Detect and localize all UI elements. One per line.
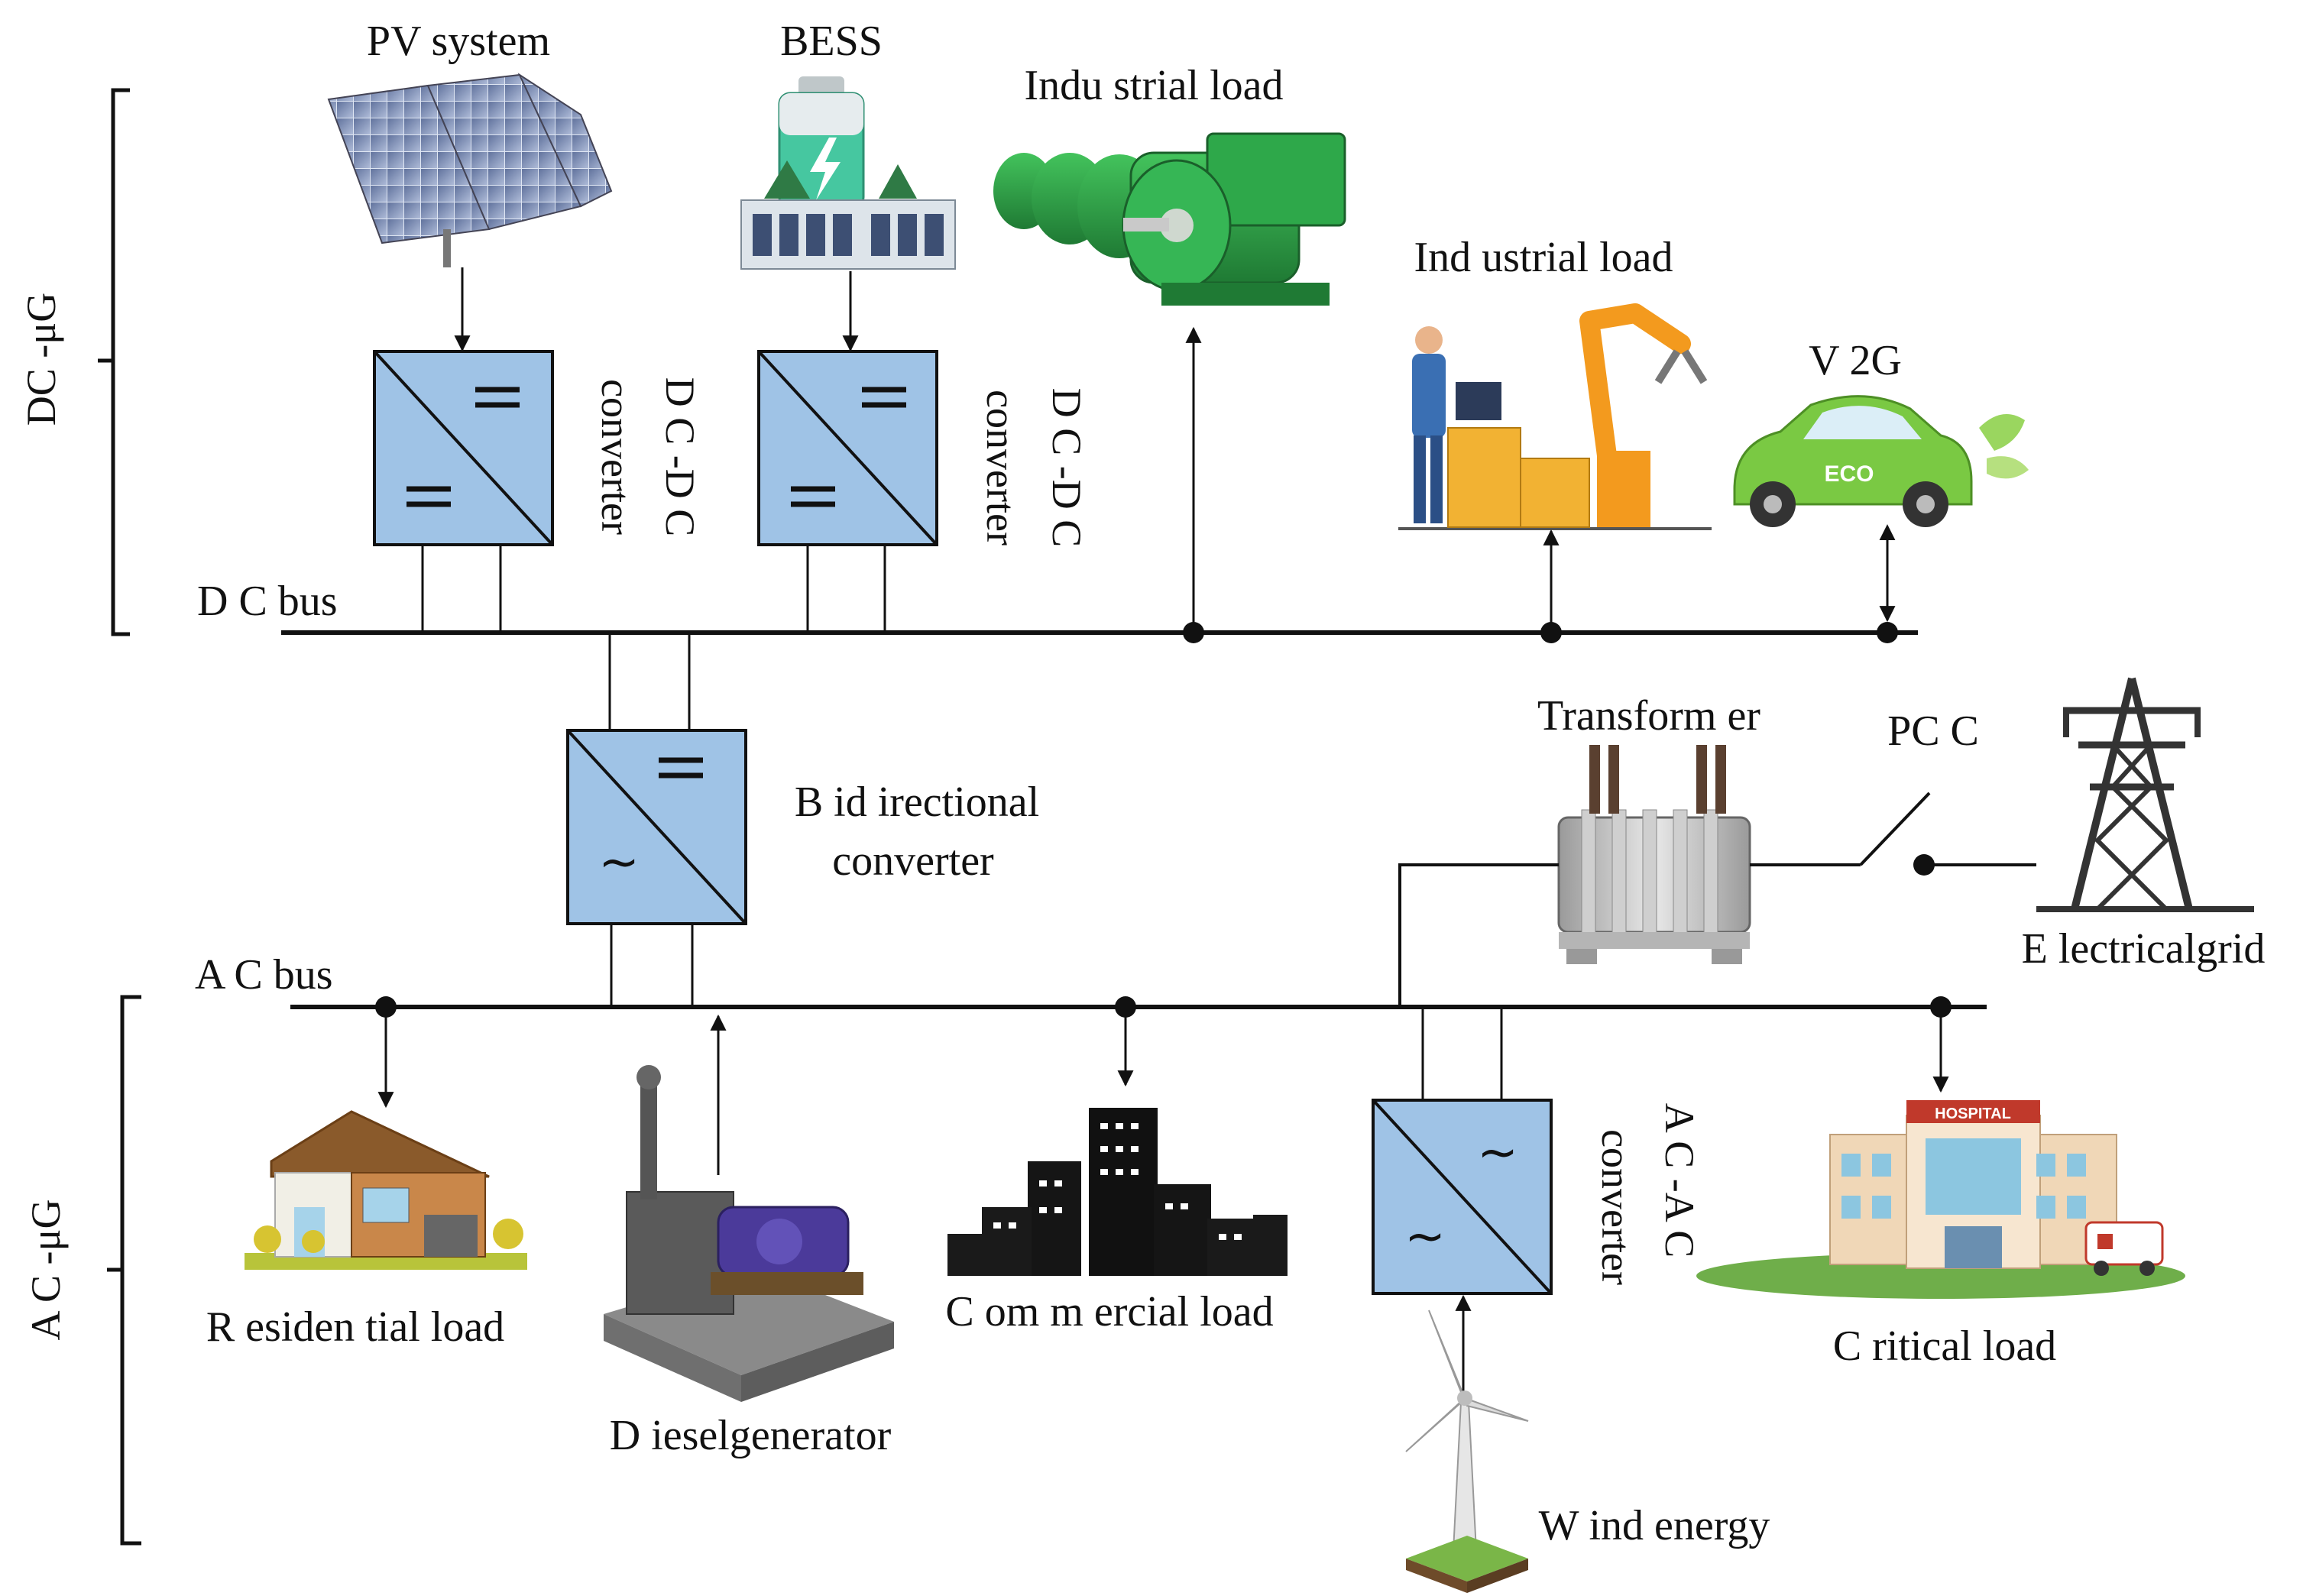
ac-microgrid-label: A C -μG (23, 1199, 69, 1341)
dcdc-converter-2 (757, 350, 938, 546)
transformer-icon (1557, 745, 1751, 964)
acac-name: A C -A C (1657, 1103, 1702, 1258)
svg-text:~: ~ (598, 834, 640, 891)
bidirectional-label-line2: converter (832, 837, 994, 885)
dc-bus-label: D C bus (197, 578, 338, 625)
ac-microgrid-brace (107, 995, 141, 1546)
svg-text:~: ~ (1477, 1125, 1518, 1181)
industrial-load-motors-label: Indu strial load (1024, 62, 1283, 109)
dc-microgrid-label: DC -μG (18, 293, 64, 426)
v2g-label: V 2G (1809, 337, 1902, 384)
battery-storage-icon (740, 76, 956, 270)
transmission-tower-icon (2036, 677, 2254, 912)
bidirectional-label-line1: B id irectional (795, 779, 1039, 826)
dcdc-1-name: D C -D C (657, 377, 703, 537)
svg-text:~: ~ (1404, 1209, 1446, 1265)
commercial-load-label: C om m ercial load (945, 1288, 1273, 1335)
industrial-load-robot-label: Ind ustrial load (1414, 234, 1673, 281)
hospital-sign-text: HOSPITAL (1935, 1106, 2011, 1122)
bidirectional-converter: ~ (566, 729, 747, 925)
pv-panel-icon (327, 73, 613, 267)
electrical-grid-label: E lectricalgrid (2022, 925, 2266, 973)
house-icon (245, 1110, 527, 1270)
pcc-label: PC C (1887, 707, 1979, 755)
dcdc-1-type: converter (593, 379, 639, 535)
transformer-label: Transform er (1537, 692, 1760, 740)
acac-converter: ~ ~ (1372, 1099, 1553, 1295)
diesel-generator-icon (604, 1065, 894, 1402)
dcdc-2-name: D C -D C (1044, 388, 1090, 548)
dcdc-2-type: converter (978, 390, 1024, 545)
residential-load-label: R esiden tial load (206, 1303, 504, 1351)
ac-bus-label: A C bus (195, 951, 333, 999)
bess-label: BESS (780, 18, 883, 65)
car-logo-text: ECO (1824, 461, 1874, 487)
industrial-robot-icon (1398, 303, 1712, 530)
dcdc-converter-1 (373, 350, 554, 546)
wind-energy-label: W ind energy (1539, 1502, 1770, 1549)
hospital-icon: HOSPITAL (1696, 1100, 2185, 1299)
wind-turbine-icon (1405, 1309, 1529, 1593)
electric-motors-icon (993, 132, 1346, 306)
city-buildings-icon (947, 1108, 1288, 1276)
electric-car-icon: ECO (1733, 395, 2029, 527)
diesel-generator-label: D ieselgenerator (610, 1412, 892, 1459)
acac-type: converter (1593, 1129, 1639, 1285)
critical-load-label: C ritical load (1833, 1322, 2056, 1370)
dc-microgrid-brace (98, 88, 130, 636)
pv-system-label: PV system (367, 18, 550, 65)
